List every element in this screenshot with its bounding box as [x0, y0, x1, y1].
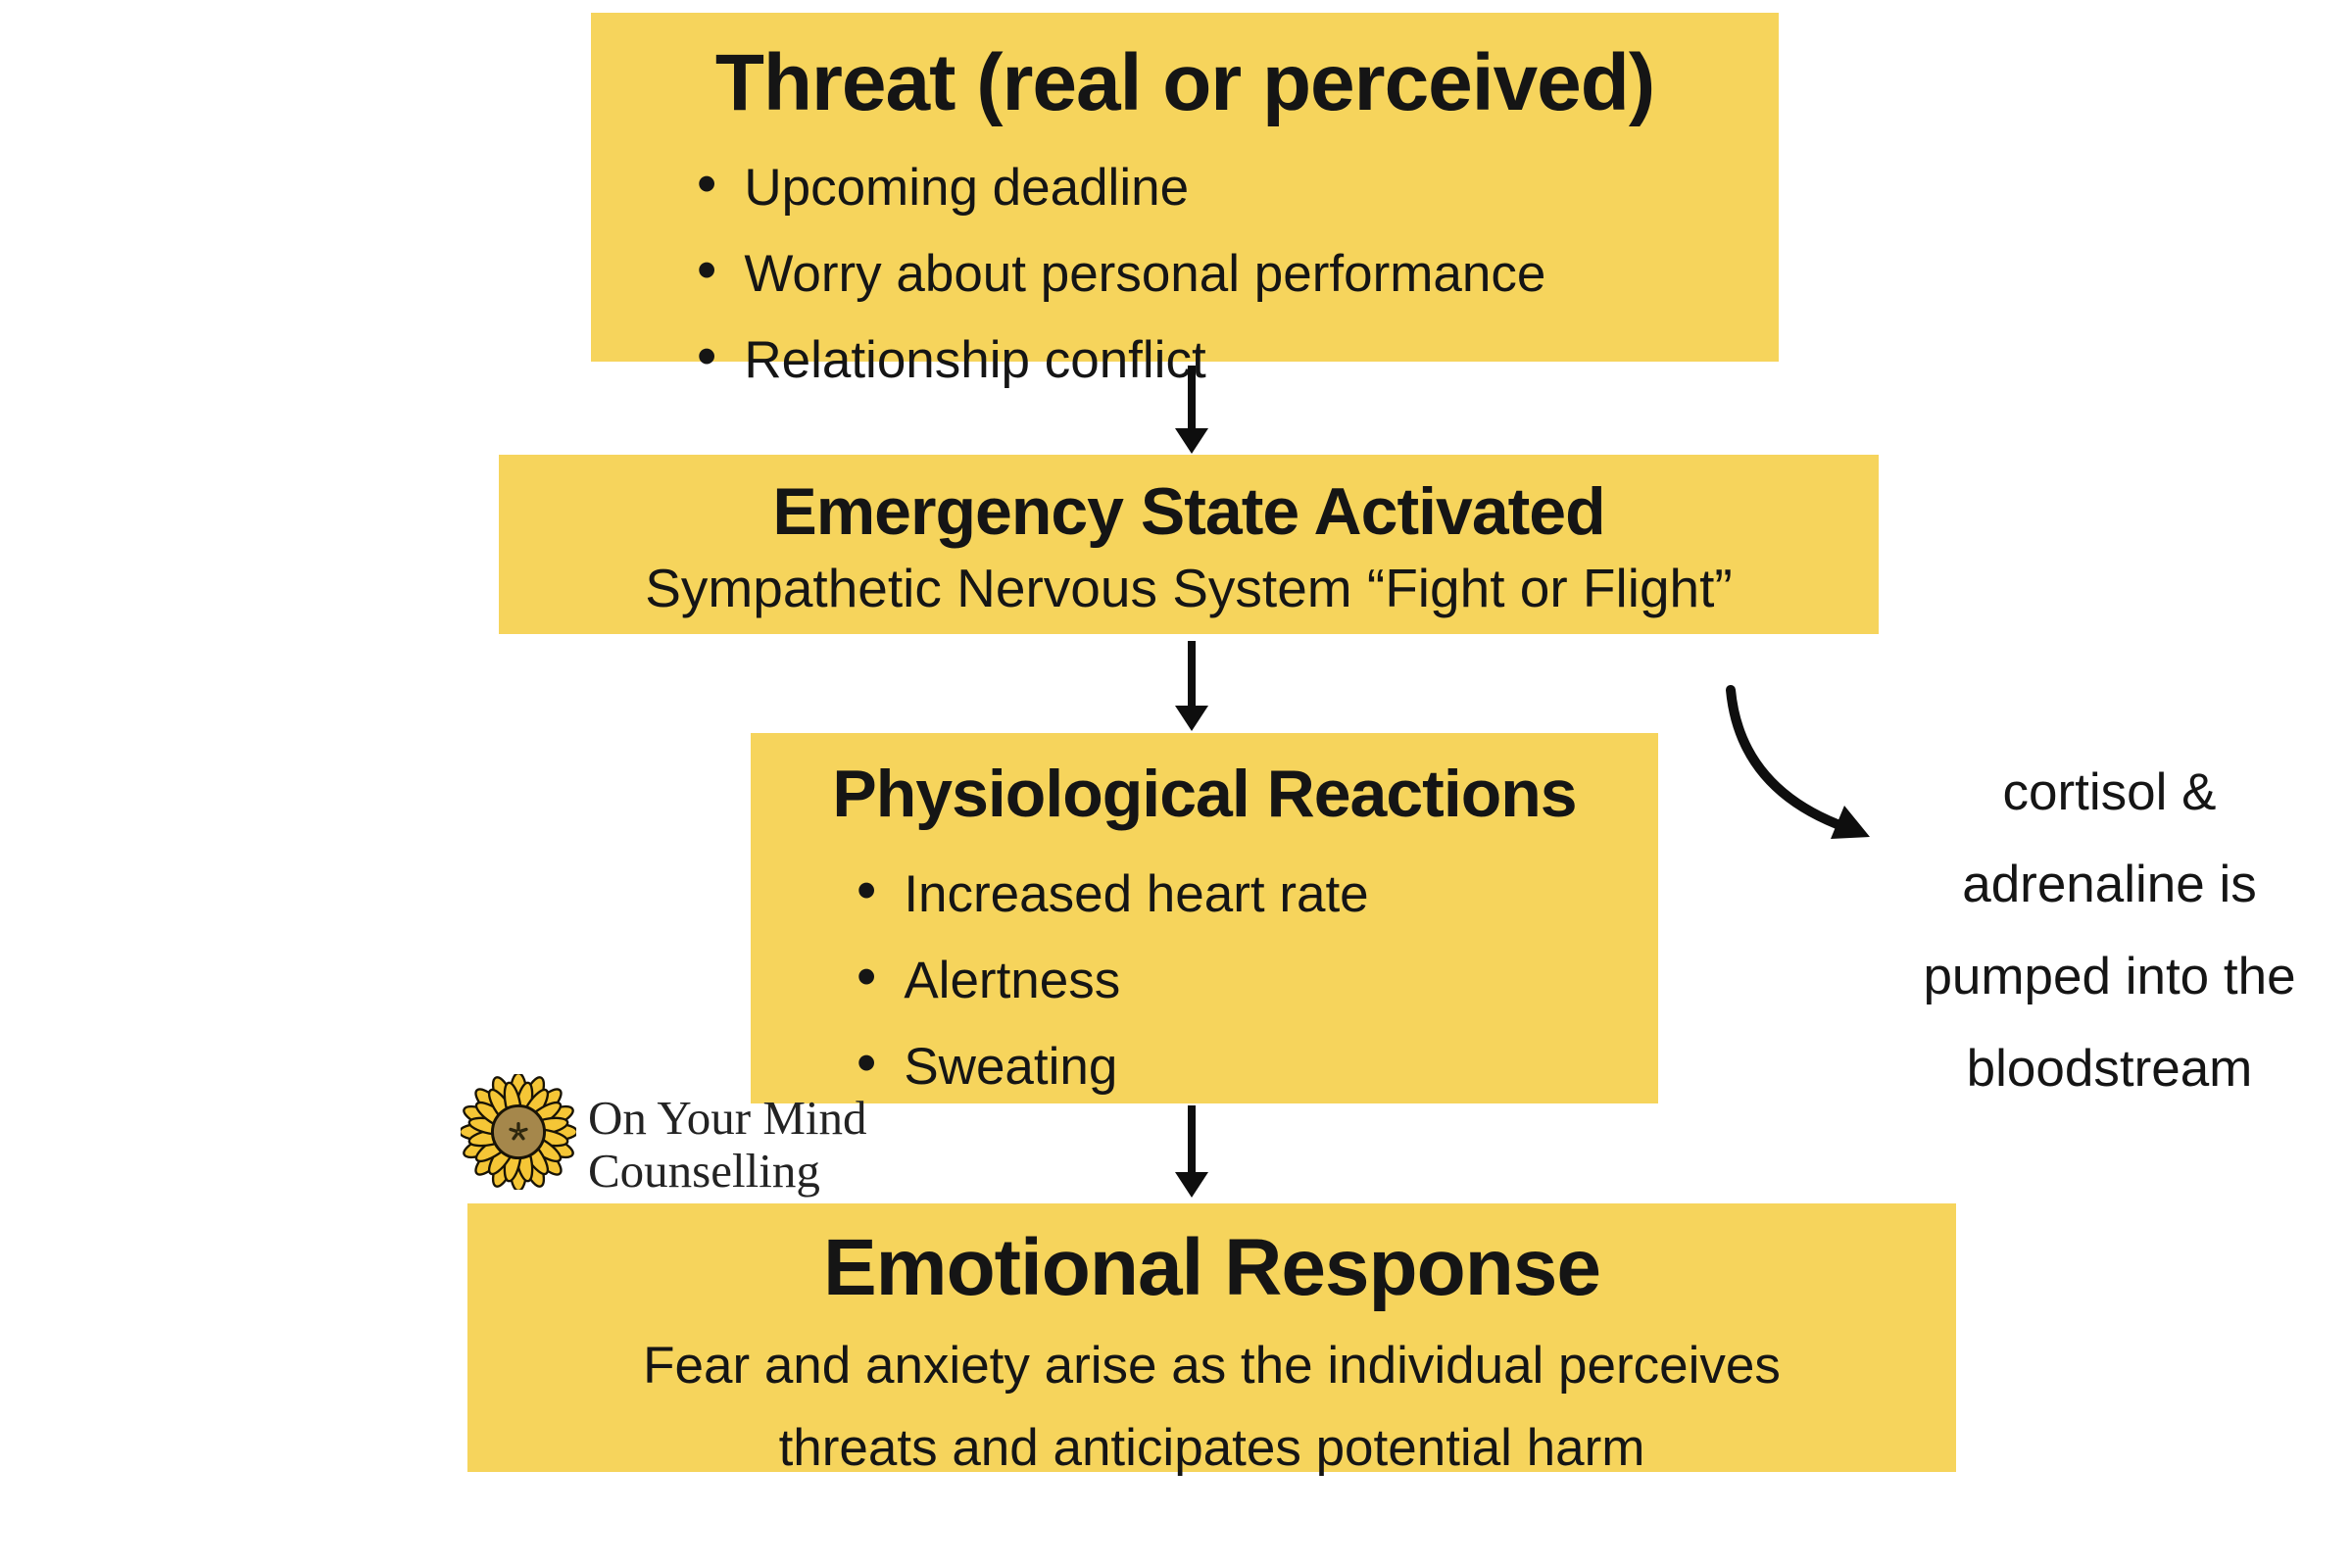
emotional-response-title: Emotional Response — [822, 1223, 1601, 1312]
bullet-item: Worry about personal performance — [697, 230, 1740, 317]
logo-text: On Your Mind Counselling — [588, 1092, 867, 1198]
bullet-item: Relationship conflict — [697, 317, 1740, 403]
logo-name-line2: Counselling — [588, 1144, 820, 1198]
down-arrow-icon — [1175, 1105, 1208, 1198]
side-note-line: adrenaline is — [1962, 856, 2257, 913]
sunflower-icon — [461, 1074, 576, 1190]
bullet-item: Upcoming deadline — [697, 144, 1740, 230]
side-note-line: bloodstream — [1966, 1040, 2253, 1098]
logo-name-line1: On Your Mind — [588, 1091, 867, 1145]
emergency-state-title: Emergency State Activated — [772, 474, 1605, 549]
side-note-line: cortisol & — [2002, 763, 2217, 821]
emotional-response-body-line: Fear and anxiety arise as the individual… — [643, 1336, 1781, 1395]
physiological-reactions-title: Physiological Reactions — [832, 757, 1577, 831]
emergency-state-box: Emergency State Activated Sympathetic Ne… — [499, 455, 1879, 634]
curved-arrow-icon — [1726, 685, 1870, 839]
side-note: cortisol & adrenaline is pumped into the… — [1882, 747, 2337, 1115]
bullet-text: Sweating — [904, 1038, 1118, 1097]
bullet-text: Upcoming deadline — [744, 158, 1190, 217]
emergency-state-subtitle: Sympathetic Nervous System “Fight or Fli… — [645, 558, 1733, 619]
bullet-text: Increased heart rate — [904, 865, 1369, 924]
bullet-text: Alertness — [904, 952, 1121, 1010]
threat-box: Threat (real or perceived) Upcoming dead… — [591, 13, 1779, 389]
physiological-bullet-list: Increased heart rate Alertness Sweating — [780, 851, 1629, 1109]
bullet-item: Sweating — [857, 1023, 1629, 1109]
emotional-response-body-line: threats and anticipates potential harm — [778, 1418, 1645, 1477]
logo: On Your Mind Counselling — [461, 1074, 867, 1198]
emotional-response-box: Emotional Response Fear and anxiety aris… — [467, 1203, 1956, 1477]
threat-bullet-list: Upcoming deadline Worry about personal p… — [630, 144, 1740, 403]
down-arrow-icon — [1175, 366, 1208, 454]
side-note-line: pumped into the — [1923, 948, 2296, 1005]
bullet-item: Increased heart rate — [857, 851, 1629, 937]
physiological-reactions-box: Physiological Reactions Increased heart … — [751, 733, 1658, 1103]
threat-title: Threat (real or perceived) — [714, 38, 1655, 127]
down-arrow-icon — [1175, 641, 1208, 731]
bullet-text: Relationship conflict — [744, 330, 1206, 389]
bullet-text: Worry about personal performance — [744, 244, 1546, 303]
bullet-item: Alertness — [857, 937, 1629, 1023]
